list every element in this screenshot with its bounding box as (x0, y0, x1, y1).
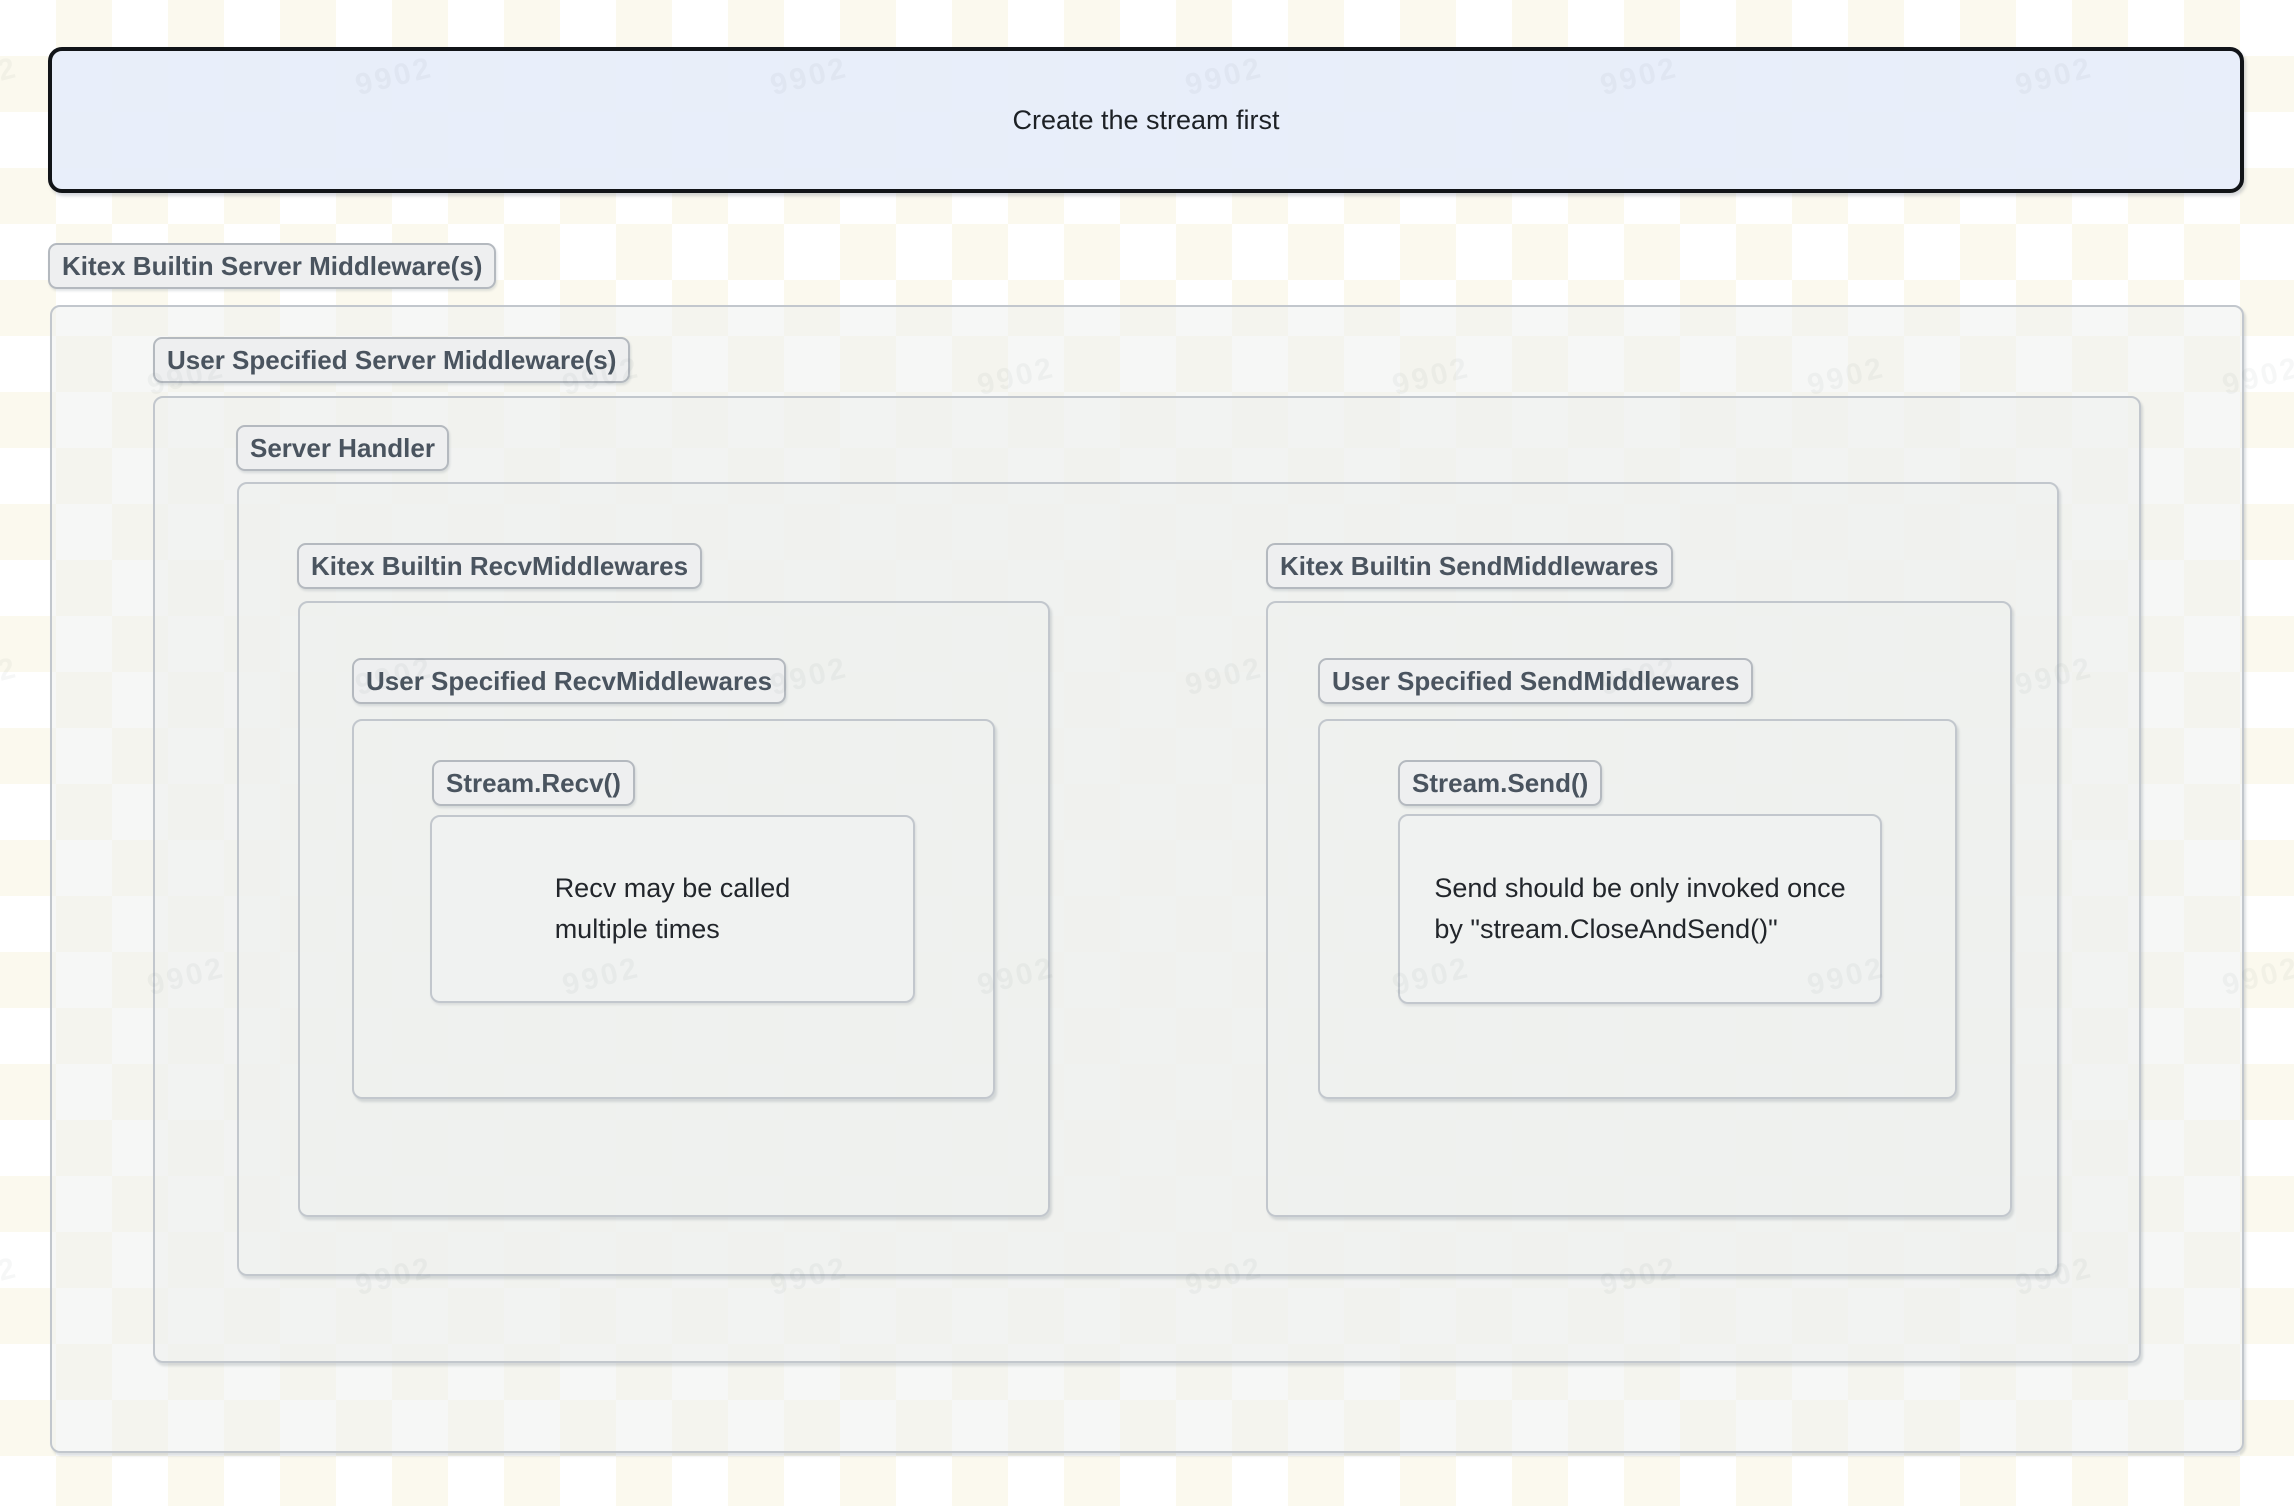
kitex-builtin-recv-middlewares-badge: Kitex Builtin RecvMiddlewares (297, 543, 703, 589)
user-specified-send-middlewares-badge: User Specified SendMiddlewares (1318, 658, 1754, 704)
create-stream-banner-label: Create the stream first (1012, 104, 1280, 135)
stream-send-badge: Stream.Send() (1398, 760, 1603, 806)
watermark-text: 9902 (0, 650, 22, 703)
user-specified-server-middleware-badge: User Specified Server Middleware(s) (153, 337, 631, 383)
kitex-builtin-send-middlewares-badge: Kitex Builtin SendMiddlewares (1266, 543, 1673, 589)
send-note-line-2: by "stream.CloseAndSend()" (1434, 914, 1778, 944)
kitex-builtin-server-middleware-badge: Kitex Builtin Server Middleware(s) (48, 243, 497, 289)
watermark-text: 9902 (0, 1250, 22, 1303)
recv-note-line-2: multiple times (554, 914, 720, 944)
stream-recv-badge: Stream.Recv() (432, 760, 635, 806)
server-handler-badge: Server Handler (236, 425, 449, 471)
recv-note-line-1: Recv may be called (554, 873, 791, 903)
send-note-box: Send should be only invoked once by "str… (1398, 814, 1882, 1004)
create-stream-banner: Create the stream first (48, 47, 2244, 193)
send-note-line-1: Send should be only invoked once (1434, 873, 1846, 903)
user-specified-recv-middlewares-badge: User Specified RecvMiddlewares (352, 658, 787, 704)
watermark-text: 9902 (0, 50, 22, 103)
recv-note-box: Recv may be called multiple times (430, 815, 915, 1003)
recv-note-text: Recv may be called multiple times (555, 868, 791, 950)
send-note-text: Send should be only invoked once by "str… (1434, 868, 1845, 950)
